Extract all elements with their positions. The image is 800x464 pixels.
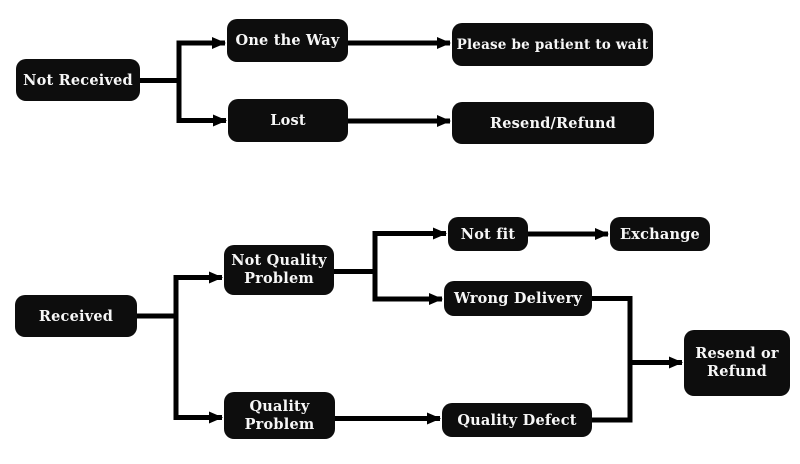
- node-label: Quality Problem: [244, 397, 315, 433]
- node-resend-or-refund: Resend or Refund: [684, 330, 790, 396]
- node-not-quality-problem: Not Quality Problem: [224, 245, 334, 295]
- node-one-the-way: One the Way: [227, 19, 348, 62]
- node-exchange: Exchange: [610, 217, 710, 251]
- node-lost: Lost: [228, 99, 348, 142]
- node-label: Quality Defect: [457, 411, 577, 429]
- node-not-fit: Not fit: [448, 217, 528, 251]
- node-label: Resend or Refund: [695, 345, 779, 380]
- node-please-be-patient: Please be patient to wait: [452, 23, 653, 66]
- node-quality-problem: Quality Problem: [224, 392, 335, 439]
- node-label: Lost: [270, 112, 306, 129]
- node-label: Please be patient to wait: [456, 36, 649, 53]
- node-resend-refund: Resend/Refund: [452, 102, 654, 144]
- node-quality-defect: Quality Defect: [442, 403, 592, 437]
- node-received: Received: [15, 295, 137, 337]
- node-label: One the Way: [235, 32, 340, 49]
- node-label: Received: [38, 307, 114, 325]
- node-label: Resend/Refund: [490, 114, 616, 132]
- node-not-received: Not Received: [16, 59, 140, 101]
- node-wrong-delivery: Wrong Delivery: [444, 281, 592, 316]
- node-label: Not Received: [23, 71, 133, 89]
- node-label: Wrong Delivery: [453, 290, 582, 307]
- node-label: Exchange: [620, 225, 700, 243]
- node-label: Not Quality Problem: [231, 252, 327, 287]
- node-label: Not fit: [460, 225, 516, 243]
